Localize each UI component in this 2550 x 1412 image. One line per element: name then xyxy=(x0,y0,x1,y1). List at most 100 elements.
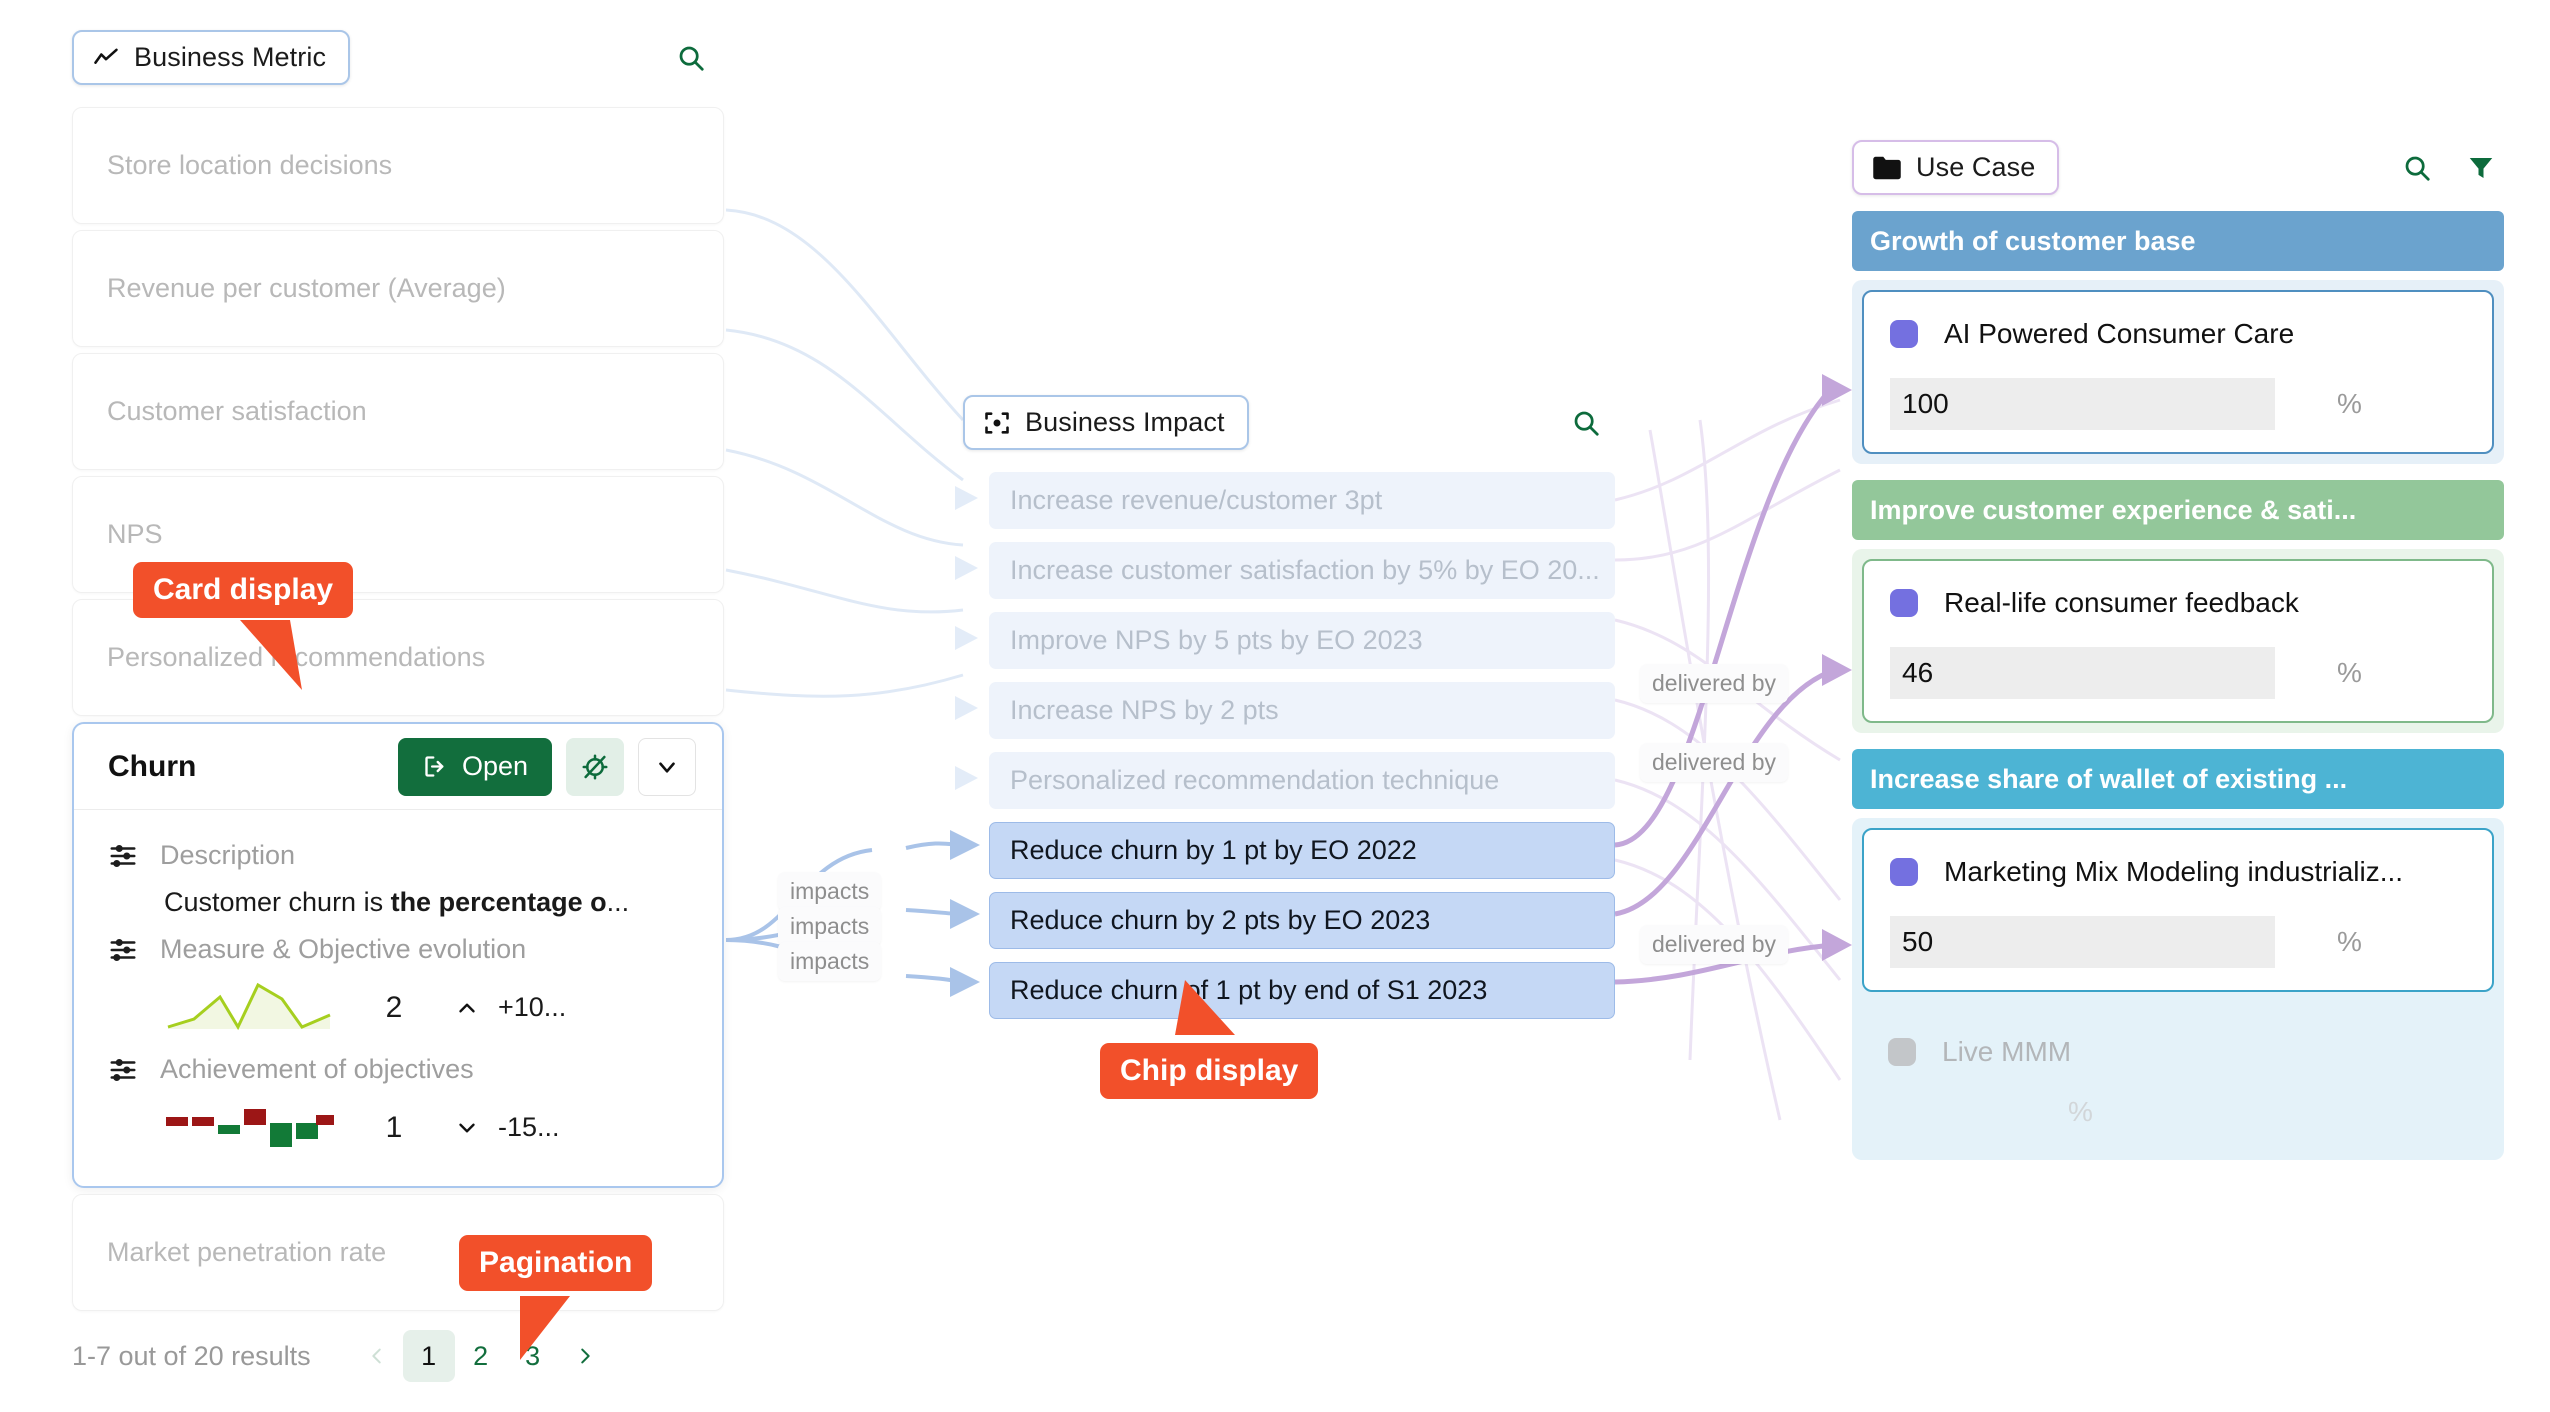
edge-label-impacts: impacts xyxy=(778,872,882,911)
impact-chip-selected[interactable]: Reduce churn by 2 pts by EO 2023 xyxy=(989,892,1615,949)
measure-delta-value: +10... xyxy=(498,992,567,1022)
list-item: Increase revenue/customer 3pt xyxy=(963,472,1615,529)
hide-button[interactable] xyxy=(566,737,624,796)
list-item: Increase customer satisfaction by 5% by … xyxy=(963,542,1615,599)
field-description-label: Description xyxy=(160,840,296,870)
callout-pagination: Pagination xyxy=(459,1235,653,1291)
folder-icon xyxy=(1872,155,1902,181)
tab-business-impact-label: Business Impact xyxy=(1025,407,1225,437)
pagination-next-button[interactable] xyxy=(559,1330,611,1382)
unit-label: % xyxy=(2337,926,2362,957)
callout-chip-display: Chip display xyxy=(1100,1043,1319,1099)
list-item[interactable]: NPS xyxy=(72,476,724,593)
list-item: Increase NPS by 2 pts xyxy=(963,682,1615,739)
use-case-card[interactable]: Real-life consumer feedback % xyxy=(1862,559,2494,723)
tab-business-metric[interactable]: Business Metric xyxy=(72,30,351,85)
description-bold: the percentage o xyxy=(390,887,607,917)
impact-chip-selected[interactable]: Reduce churn of 1 pt by end of S1 2023 xyxy=(989,962,1615,1019)
measure-evolution-row: 2 +10... xyxy=(164,977,688,1038)
pagination-page-3[interactable]: 3 xyxy=(507,1330,559,1382)
impact-chip-selected[interactable]: Reduce churn by 1 pt by EO 2022 xyxy=(989,822,1615,879)
open-external-icon xyxy=(422,753,449,780)
open-button[interactable]: Open xyxy=(397,737,552,796)
pagination: 1-7 out of 20 results 1 2 3 xyxy=(72,1330,611,1382)
use-case-card-title: AI Powered Consumer Care xyxy=(1944,318,2295,349)
search-icon[interactable] xyxy=(1571,408,1601,438)
business-metric-list: Store location decisions Revenue per cus… xyxy=(72,107,724,1311)
pagination-prev-button[interactable] xyxy=(351,1330,403,1382)
metric-card-header: Churn Open xyxy=(74,724,722,810)
use-case-group: Increase share of wallet of existing ...… xyxy=(1852,749,2504,1160)
tab-use-case[interactable]: Use Case xyxy=(1852,140,2060,195)
use-case-card-header: Marketing Mix Modeling industrializ... xyxy=(1890,856,2466,888)
settings-sliders-icon xyxy=(108,1055,138,1085)
status-dot xyxy=(1890,858,1918,886)
impact-chip[interactable]: Increase NPS by 2 pts xyxy=(989,682,1615,739)
list-item: Reduce churn by 2 pts by EO 2023 xyxy=(963,892,1615,949)
tab-use-case-label: Use Case xyxy=(1916,152,2036,182)
use-case-card-header: Live MMM xyxy=(1888,1036,2468,1068)
results-count: 1-7 out of 20 results xyxy=(72,1340,311,1371)
callout-card-display: Card display xyxy=(133,562,354,618)
edge-label-impacts: impacts xyxy=(778,942,882,981)
use-case-header: Use Case xyxy=(1852,140,2504,195)
business-impact-panel: Business Impact Increase revenue/custome… xyxy=(963,395,1615,1032)
sparkline-chart xyxy=(164,977,334,1038)
field-description: Description xyxy=(108,840,688,871)
field-measure-evolution: Measure & Objective evolution xyxy=(108,934,688,965)
waterfall-bar-chart xyxy=(164,1097,334,1158)
description-prefix: Customer churn is xyxy=(164,887,391,917)
measure-delta: +10... xyxy=(454,992,566,1023)
settings-sliders-icon xyxy=(108,935,138,965)
filter-icon[interactable] xyxy=(2466,153,2496,183)
use-case-value-input[interactable] xyxy=(1890,916,2275,968)
pagination-page-2[interactable]: 2 xyxy=(455,1330,507,1382)
use-case-card-title: Marketing Mix Modeling industrializ... xyxy=(1944,856,2404,887)
edge-label-delivered-by: delivered by xyxy=(1640,743,1789,782)
business-impact-list: Increase revenue/customer 3pt Increase c… xyxy=(963,472,1615,1019)
list-item[interactable]: Customer satisfaction xyxy=(72,353,724,470)
use-case-group-banner[interactable]: Growth of customer base xyxy=(1852,211,2504,271)
use-case-group-banner[interactable]: Improve customer experience & sati... xyxy=(1852,480,2504,540)
unit-label: % xyxy=(2337,388,2362,419)
business-metric-header: Business Metric xyxy=(72,30,724,85)
tab-business-impact[interactable]: Business Impact xyxy=(963,395,1249,450)
list-item[interactable]: Revenue per customer (Average) xyxy=(72,230,724,347)
use-case-value-row: % xyxy=(1890,647,2466,699)
business-metric-panel: Business Metric Store location decisions… xyxy=(72,30,724,1317)
use-case-card[interactable]: AI Powered Consumer Care % xyxy=(1862,290,2494,454)
use-case-card-header: Real-life consumer feedback xyxy=(1890,587,2466,619)
open-button-label: Open xyxy=(461,751,528,781)
use-case-value-input[interactable] xyxy=(1890,647,2275,699)
use-case-card[interactable]: Marketing Mix Modeling industrializ... % xyxy=(1862,828,2494,992)
use-case-card-disabled[interactable]: Live MMM % xyxy=(1862,1010,2494,1150)
impact-chip[interactable]: Personalized recommendation technique xyxy=(989,752,1615,809)
chevron-down-icon xyxy=(654,754,680,780)
description-suffix: ... xyxy=(606,887,630,917)
tab-business-metric-label: Business Metric xyxy=(134,42,327,72)
list-item[interactable]: Personalized recommendations xyxy=(72,599,724,716)
list-item: Reduce churn of 1 pt by end of S1 2023 xyxy=(963,962,1615,1019)
metric-card-churn[interactable]: Churn Open xyxy=(72,722,724,1188)
chevron-down-icon xyxy=(454,1115,480,1141)
use-case-card-header: AI Powered Consumer Care xyxy=(1890,318,2466,350)
use-case-group-banner[interactable]: Increase share of wallet of existing ... xyxy=(1852,749,2504,809)
unit-label: % xyxy=(2337,657,2362,688)
impact-chip[interactable]: Improve NPS by 5 pts by EO 2023 xyxy=(989,612,1615,669)
business-impact-header: Business Impact xyxy=(963,395,1615,450)
search-icon[interactable] xyxy=(2402,153,2432,183)
field-achievement-label: Achievement of objectives xyxy=(160,1054,474,1084)
pagination-page-1[interactable]: 1 xyxy=(402,1330,455,1382)
eye-off-icon xyxy=(580,752,610,782)
list-item[interactable]: Store location decisions xyxy=(72,107,724,224)
expand-toggle-button[interactable] xyxy=(638,737,696,796)
search-icon[interactable] xyxy=(676,43,706,73)
trend-line-icon xyxy=(92,44,120,72)
metric-card-actions: Open xyxy=(397,737,696,796)
impact-chip[interactable]: Increase revenue/customer 3pt xyxy=(989,472,1615,529)
use-case-group-shell: Marketing Mix Modeling industrializ... %… xyxy=(1852,818,2504,1160)
status-dot xyxy=(1888,1038,1916,1066)
use-case-value-input[interactable] xyxy=(1890,378,2275,430)
impact-chip[interactable]: Increase customer satisfaction by 5% by … xyxy=(989,542,1615,599)
edge-label-impacts: impacts xyxy=(778,907,882,946)
